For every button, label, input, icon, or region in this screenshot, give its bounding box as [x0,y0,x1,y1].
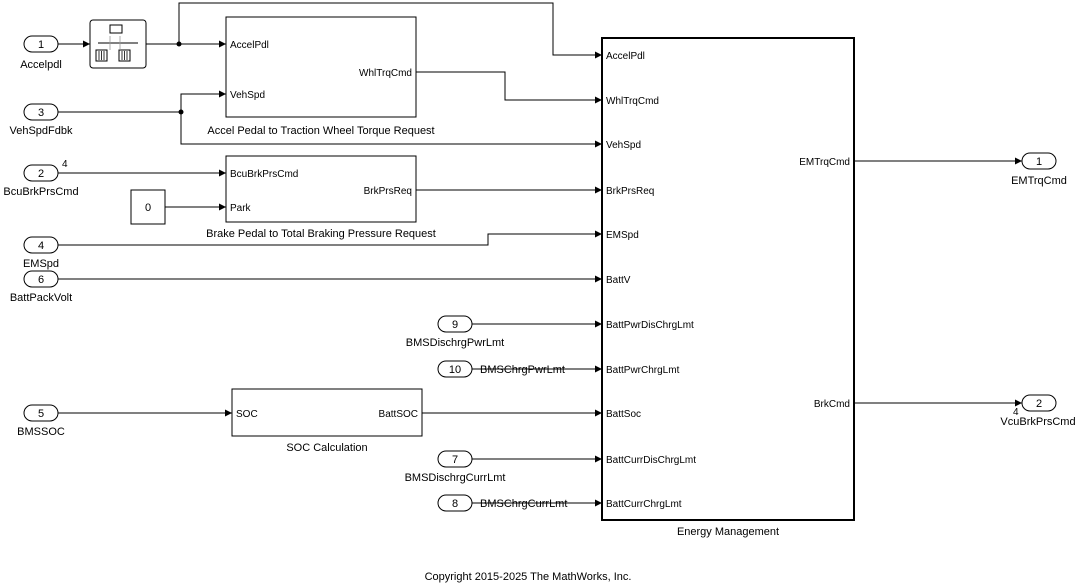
inport-emspd[interactable]: 4 EMSpd [23,236,59,270]
energy-port-vehspd: VehSpd [606,140,641,151]
energy-port-brkprsreq: BrkPrsReq [606,186,654,197]
inport-bmssoc[interactable]: 5 BMSSOC [17,404,65,438]
energy-block-body [601,37,855,521]
accel-block-name: Accel Pedal to Traction Wheel Torque Req… [207,125,434,137]
energy-port-emspd: EMSpd [606,230,639,241]
outport-shape [1021,152,1057,170]
constant-block-body [130,189,166,225]
inport-bmschrgpwrlmt[interactable]: 10 BMSChrgPwrLmt [437,360,565,378]
selector-block[interactable] [89,19,147,69]
wire-emspd[interactable] [58,230,602,246]
inport-number: 6 [38,274,44,286]
energy-port-battv: BattV [606,275,631,286]
energy-management-subsystem[interactable]: AccelPdl WhlTrqCmd VehSpd BrkPrsReq EMSp… [601,37,855,538]
inport-label: Accelpdl [20,59,62,71]
inport-shape [23,404,59,422]
inport-shape [437,315,473,333]
wire-whltrqcmd[interactable] [416,71,602,104]
signal-lines [58,2,1022,507]
inport-number: 4 [38,240,44,252]
copyright-notice: Copyright 2015-2025 The MathWorks, Inc. [425,571,632,583]
signal-dimension: 4 [62,159,68,170]
accel-port-whltrqcmd: WhlTrqCmd [359,68,412,79]
inport-shape [23,236,59,254]
inport-shape [437,360,473,378]
inport-battpackvolt[interactable]: 6 BattPackVolt [10,270,72,304]
inport-shape [437,494,473,512]
brake-port-brkprsreq: BrkPrsReq [364,186,412,197]
soc-block-body [231,388,423,437]
selector-icon [95,24,138,62]
inport-label: BcuBrkPrsCmd [3,186,78,198]
outport-number: 1 [1036,156,1042,168]
energy-port-accelpdl: AccelPdl [606,51,645,62]
branch-point [176,41,182,47]
constant-value: 0 [145,202,151,214]
branch-point [178,109,184,115]
soc-port-in: SOC [236,409,258,420]
accel-port-accelpdl: AccelPdl [230,40,269,51]
inport-number: 3 [38,107,44,119]
signal-dimension: 4 [1013,407,1019,418]
energy-port-battcurrchrglmt: BattCurrChrgLmt [606,499,682,510]
inport-label: BattPackVolt [10,292,72,304]
soc-port-out: BattSOC [379,409,418,420]
inport-label: EMSpd [23,258,59,270]
inport-number: 2 [38,168,44,180]
energy-port-battsoc: BattSoc [606,409,641,420]
inport-bmsdischrgpwrlmt[interactable]: 9 BMSDischrgPwrLmt [406,315,504,349]
energy-port-emtrqcmd: EMTrqCmd [799,157,850,168]
inport-shape [23,164,59,182]
energy-port-battpwrdischrglmt: BattPwrDisChrgLmt [606,320,694,331]
inport-number: 1 [38,39,44,51]
wire-vehspd-to-accel[interactable] [58,90,226,113]
energy-port-battcurrdischrglmt: BattCurrDisChrgLmt [606,455,696,466]
energy-port-whltrqcmd: WhlTrqCmd [606,96,659,107]
outport-label: VcuBrkPrsCmd [1000,416,1075,428]
inport-shape [437,450,473,468]
brake-port-bcubrkprscmd: BcuBrkPrsCmd [230,169,298,180]
accel-pedal-subsystem[interactable]: AccelPdl VehSpd WhlTrqCmd Accel Pedal to… [207,16,435,137]
inport-shape [23,103,59,121]
inport-shape [23,270,59,288]
inport-number: 7 [452,454,458,466]
energy-block-name: Energy Management [677,526,779,538]
brake-pedal-subsystem[interactable]: BcuBrkPrsCmd Park BrkPrsReq Brake Pedal … [206,155,436,240]
wire-accel-to-energy[interactable] [178,2,602,59]
inport-label: VehSpdFdbk [10,125,73,137]
inport-accelpdl[interactable]: 1 Accelpdl [20,35,62,71]
inport-number: 9 [452,319,458,331]
inport-number: 10 [449,364,461,376]
inport-label: BMSDischrgPwrLmt [406,337,504,349]
accel-port-vehspd: VehSpd [230,90,265,101]
inport-bmschrgcurrlmt[interactable]: 8 BMSChrgCurrLmt [437,494,567,512]
brake-port-park: Park [230,203,252,214]
outport-shape [1021,394,1057,412]
accel-block-body [225,16,417,118]
brake-block-body [225,155,417,223]
inport-vehspdfdbk[interactable]: 3 VehSpdFdbk [10,103,73,137]
inport-label: BMSChrgPwrLmt [480,364,565,376]
energy-port-battpwrchrglmt: BattPwrChrgLmt [606,365,680,376]
inport-bcubrkprscmd[interactable]: 2 BcuBrkPrsCmd 4 [3,159,78,198]
outport-number: 2 [1036,398,1042,410]
inport-label: BMSDischrgCurrLmt [405,472,506,484]
inport-label: BMSChrgCurrLmt [480,498,567,510]
inport-number: 8 [452,498,458,510]
outport-vcubrkprscmd[interactable]: 2 VcuBrkPrsCmd 4 [1000,394,1076,428]
energy-port-brkcmd: BrkCmd [814,399,850,410]
brake-block-name: Brake Pedal to Total Braking Pressure Re… [206,228,436,240]
outport-label: EMTrqCmd [1011,175,1067,187]
constant-block[interactable]: 0 [130,189,166,225]
inport-number: 5 [38,408,44,420]
inport-shape [23,35,59,53]
outport-emtrqcmd[interactable]: 1 EMTrqCmd [1011,152,1067,187]
inport-label: BMSSOC [17,426,65,438]
soc-block-name: SOC Calculation [286,442,367,454]
inport-bmsdischrgcurrlmt[interactable]: 7 BMSDischrgCurrLmt [405,450,506,484]
soc-calculation-subsystem[interactable]: SOC BattSOC SOC Calculation [231,388,423,454]
wire-vehspd-to-energy[interactable] [180,112,602,148]
